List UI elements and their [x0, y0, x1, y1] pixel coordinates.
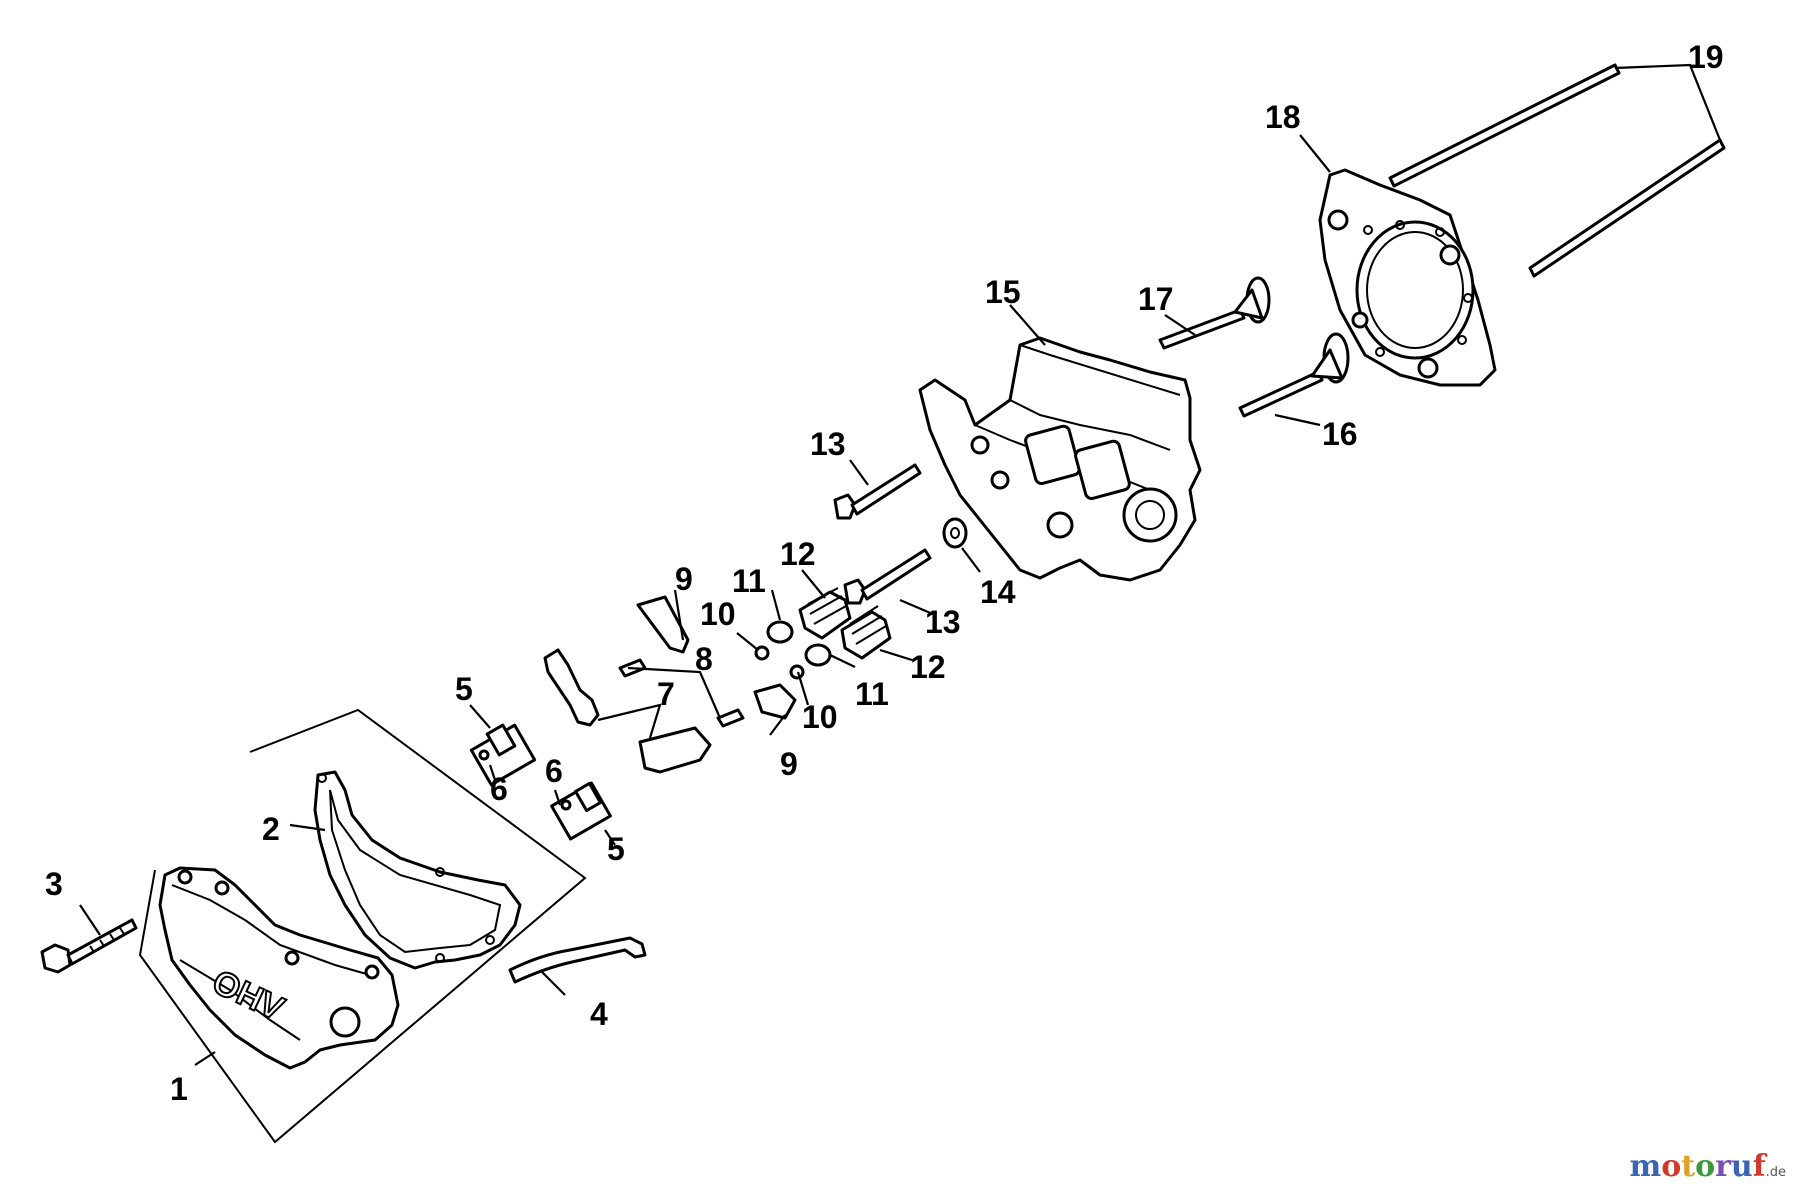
callout-5b: 5	[607, 831, 625, 867]
callout-16: 16	[1322, 416, 1358, 452]
intake-valve	[1158, 276, 1271, 350]
callout-5a: 5	[455, 671, 473, 707]
callout-15: 15	[985, 274, 1021, 310]
valve-spring-retainers	[766, 620, 832, 667]
callout-1: 1	[170, 1071, 188, 1107]
callout-labels: 1 2 3 4 5 5 6 6 7 8 9 9 10 10 11 11 12 1…	[45, 39, 1724, 1107]
callout-17: 17	[1138, 281, 1174, 317]
callout-11a: 11	[732, 563, 766, 599]
watermark-tld: .de	[1765, 1165, 1786, 1180]
watermark-letter: o	[1695, 1149, 1716, 1184]
watermark-brand: motoruf	[1629, 1149, 1765, 1184]
callout-6a: 6	[490, 771, 508, 807]
callout-8: 8	[695, 641, 713, 677]
callout-19: 19	[1688, 39, 1724, 75]
callout-9b: 9	[780, 746, 798, 782]
head-bolts	[833, 463, 932, 605]
watermark-letter: u	[1730, 1149, 1753, 1184]
valve-cover-gasket	[313, 770, 522, 970]
watermark-logo: motoruf.de	[1629, 1149, 1786, 1184]
callout-18: 18	[1265, 99, 1301, 135]
callout-11b: 11	[855, 676, 889, 712]
washer	[942, 517, 968, 549]
callout-12a: 12	[780, 536, 816, 572]
group-bracket	[138, 708, 587, 1144]
watermark-letter: o	[1661, 1149, 1682, 1184]
callout-10a: 10	[700, 596, 736, 632]
valve-keepers	[754, 645, 805, 680]
callout-4: 4	[590, 996, 608, 1032]
cylinder-head	[918, 336, 1202, 582]
callout-13b: 13	[925, 604, 961, 640]
rocker-stud-assembly-lower	[550, 781, 612, 841]
cover-bolt	[40, 918, 138, 974]
watermark-letter: m	[1629, 1149, 1662, 1184]
callout-13a: 13	[810, 426, 846, 462]
push-rods	[1388, 63, 1726, 278]
rocker-arms	[543, 648, 712, 774]
breather-hose	[508, 936, 647, 984]
leader-lines	[79, 63, 1724, 1066]
callout-10b: 10	[802, 699, 838, 735]
exhaust-valve	[1238, 332, 1350, 418]
callout-2: 2	[262, 811, 280, 847]
head-gasket	[1318, 168, 1497, 387]
callout-6b: 6	[545, 753, 563, 789]
callout-3: 3	[45, 866, 63, 902]
callout-12b: 12	[910, 649, 946, 685]
watermark-letter: f	[1752, 1149, 1766, 1184]
valve-cover: OHV	[158, 866, 400, 1070]
rocker-stud-assembly-upper	[469, 723, 537, 787]
push-rod-guides	[636, 595, 797, 720]
valve-springs	[798, 587, 892, 660]
watermark-letter: r	[1715, 1149, 1731, 1184]
callout-7: 7	[657, 676, 675, 712]
callout-14: 14	[980, 574, 1016, 610]
watermark-letter: t	[1681, 1149, 1696, 1184]
callout-9a: 9	[675, 561, 693, 597]
